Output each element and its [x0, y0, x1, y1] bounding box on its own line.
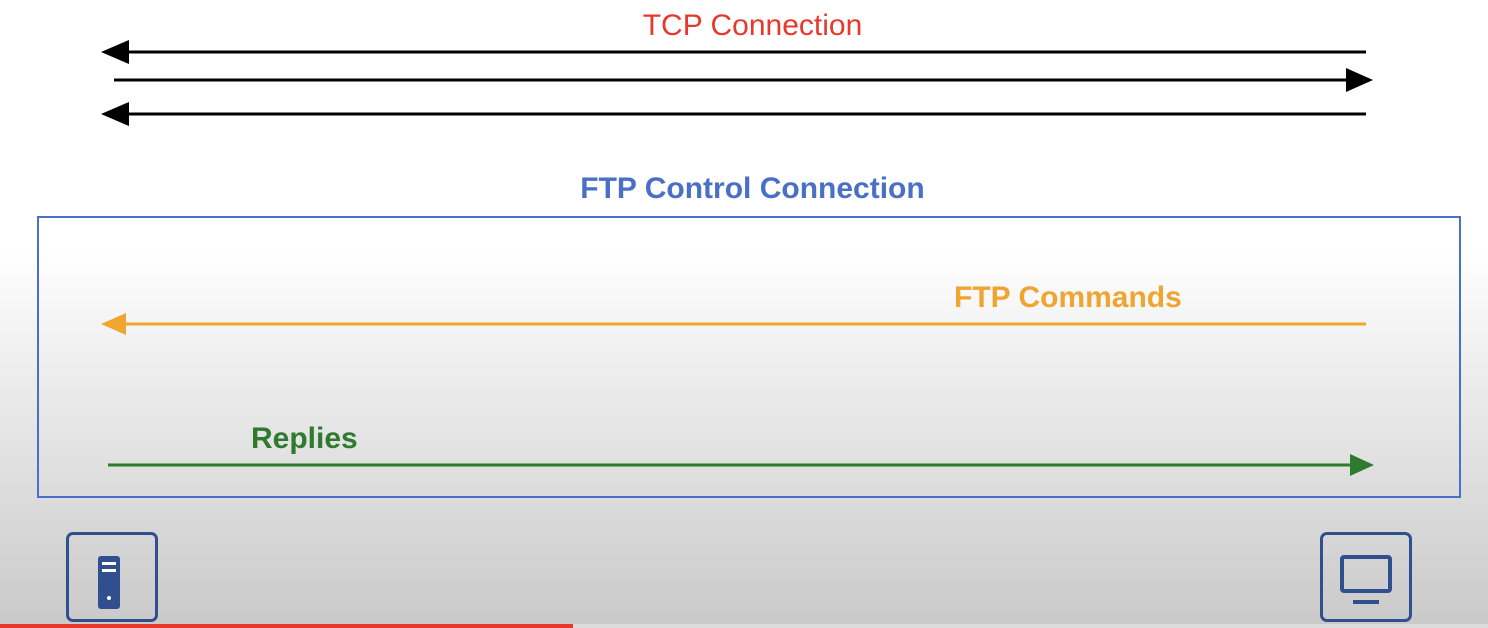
ftp-commands-label: FTP Commands — [954, 281, 1182, 314]
server-icon — [98, 556, 120, 609]
tcp-connection-title: TCP Connection — [642, 9, 863, 42]
replies-arrow — [108, 454, 1374, 476]
tcp-arrow-1-head — [101, 40, 129, 64]
video-progress-bar[interactable] — [0, 624, 1488, 628]
pc-device — [1320, 532, 1412, 622]
tcp-arrow-2-head — [1346, 68, 1373, 92]
replies-arrow-head — [1350, 454, 1374, 476]
video-progress-played — [0, 624, 573, 628]
ftp-commands-arrow-head — [101, 313, 126, 335]
tcp-arrow-3-head — [101, 102, 129, 126]
server-device — [66, 532, 158, 622]
ftp-commands-arrow — [101, 313, 1366, 335]
tcp-arrows — [101, 40, 1373, 126]
computer-icon — [1340, 555, 1392, 604]
ftp-control-connection-title: FTP Control Connection — [580, 172, 925, 205]
replies-label: Replies — [251, 422, 358, 455]
ftp-control-connection-box — [37, 216, 1461, 498]
